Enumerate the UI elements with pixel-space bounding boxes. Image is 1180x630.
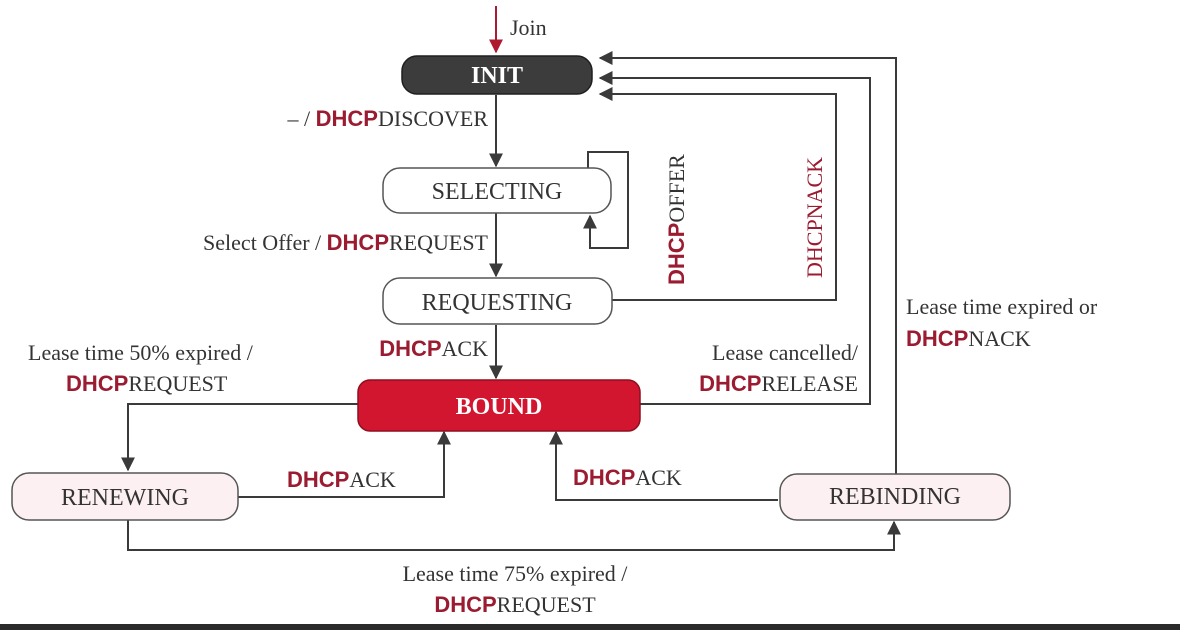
- state-bound-label: BOUND: [456, 394, 543, 420]
- state-init-label: INIT: [471, 63, 523, 89]
- label-ack3-kw: DHCP: [573, 465, 635, 490]
- state-renewing-box: [11, 472, 239, 521]
- arrow-selecting-offer-loop: [583, 151, 629, 249]
- label-nack: DHCPNACK: [802, 157, 827, 278]
- state-selecting-box: [382, 167, 612, 214]
- state-requesting-box: [382, 277, 613, 325]
- label-expired-rest: NACK: [968, 326, 1030, 351]
- label-lease50-rest: REQUEST: [128, 371, 228, 396]
- label-cancel-rest: RELEASE: [761, 371, 858, 396]
- label-lease75-kw: DHCP: [434, 592, 496, 617]
- label-lease50-line1: Lease time 50% expired /: [28, 340, 254, 365]
- label-lease75-rest: REQUEST: [497, 592, 597, 617]
- label-offer: DHCPOFFER: [664, 154, 689, 285]
- state-init: INIT: [401, 55, 593, 95]
- label-cancel-line1: Lease cancelled/: [712, 340, 859, 365]
- label-nack-rest: NACK: [802, 157, 827, 219]
- arrow-rebinding-expired-to-init: [598, 51, 897, 474]
- label-lease50-line2: DHCPREQUEST: [66, 371, 228, 396]
- state-bound: BOUND: [357, 379, 641, 432]
- arrow-bound-release-to-init: [598, 71, 871, 405]
- label-ack3-rest: ACK: [635, 465, 682, 490]
- label-select-kw: DHCP: [327, 230, 389, 255]
- label-ack-rebinding: DHCPACK: [573, 465, 682, 490]
- bottom-rule: [0, 624, 1180, 630]
- label-cancel-line2: DHCPRELEASE: [699, 371, 858, 396]
- arrow-renewing-ack-to-bound: [238, 430, 451, 498]
- label-discover-rest: DISCOVER: [378, 106, 488, 131]
- label-discover-kw: DHCP: [316, 106, 378, 131]
- label-offer-kw: DHCP: [664, 223, 689, 285]
- label-ack2-rest: ACK: [349, 467, 396, 492]
- label-nack-kw: DHCP: [802, 219, 827, 278]
- arrow-bound-to-renewing: [121, 403, 358, 472]
- label-lease75-line1: Lease time 75% expired /: [403, 561, 629, 586]
- arrow-renewing-to-rebinding: [127, 520, 901, 551]
- state-requesting-label: REQUESTING: [422, 290, 573, 316]
- label-cancel-kw: DHCP: [699, 371, 761, 396]
- arrow-requesting-nack-to-init: [598, 87, 837, 301]
- state-rebinding: REBINDING: [779, 473, 1011, 521]
- state-bound-box: [357, 379, 641, 432]
- label-ack2-kw: DHCP: [287, 467, 349, 492]
- state-rebinding-label: REBINDING: [829, 484, 961, 510]
- state-init-box: [401, 55, 593, 95]
- arrow-rebinding-ack-to-bound: [549, 430, 778, 501]
- label-expired-line2: DHCPNACK: [906, 326, 1031, 351]
- state-selecting-label: SELECTING: [432, 179, 563, 205]
- label-lease50-kw: DHCP: [66, 371, 128, 396]
- state-requesting: REQUESTING: [382, 277, 613, 325]
- label-ack-renewing: DHCPACK: [287, 467, 396, 492]
- label-discover-prefix: – /: [287, 106, 316, 131]
- label-join: Join: [510, 15, 547, 40]
- label-ack1-rest: ACK: [442, 336, 489, 361]
- label-select-prefix: Select Offer /: [203, 230, 327, 255]
- state-renewing-label: RENEWING: [61, 485, 189, 511]
- connectors: [121, 6, 901, 551]
- label-expired-kw: DHCP: [906, 326, 968, 351]
- label-select-rest: REQUEST: [389, 230, 489, 255]
- label-ack-requesting: DHCPACK: [379, 336, 488, 361]
- label-select-offer: Select Offer / DHCPREQUEST: [203, 230, 489, 255]
- label-ack1-kw: DHCP: [379, 336, 441, 361]
- state-renewing: RENEWING: [11, 472, 239, 521]
- label-discover: – / DHCPDISCOVER: [287, 106, 489, 131]
- label-offer-rest: OFFER: [664, 154, 689, 223]
- label-lease75-line2: DHCPREQUEST: [434, 592, 596, 617]
- state-selecting: SELECTING: [382, 167, 612, 214]
- state-rebinding-box: [779, 473, 1011, 521]
- label-expired-line1: Lease time expired or: [906, 294, 1098, 319]
